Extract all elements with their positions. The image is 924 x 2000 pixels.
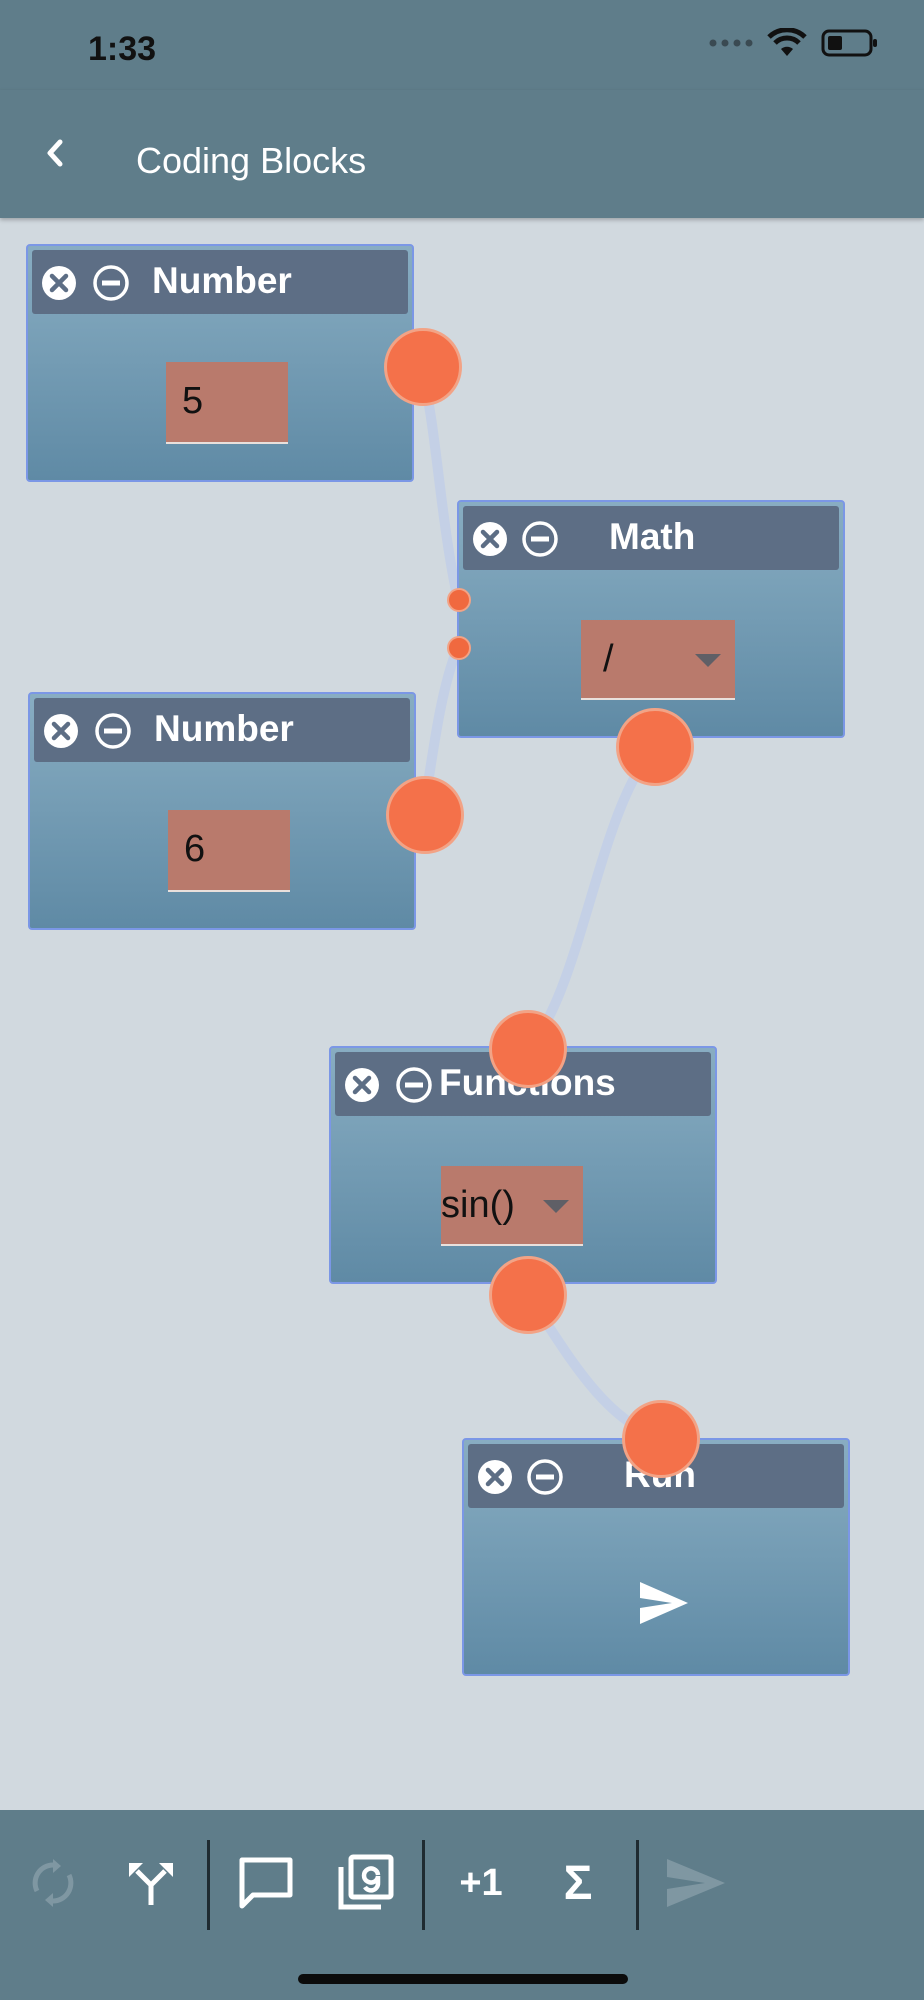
close-circle-icon[interactable]: [40, 264, 78, 302]
math-block-input-port-2[interactable]: [447, 636, 471, 660]
number-block-1-title: Number: [152, 260, 292, 301]
toolbar-divider: [422, 1840, 425, 1930]
sum-label: Σ: [563, 1856, 593, 1910]
toolbar-divider: [636, 1840, 639, 1930]
math-block[interactable]: Math /: [457, 500, 845, 738]
minus-circle-icon[interactable]: [521, 520, 559, 558]
close-circle-icon[interactable]: [471, 520, 509, 558]
run-block-input-port[interactable]: [622, 1400, 700, 1478]
functions-block-input-port[interactable]: [489, 1010, 567, 1088]
math-block-input-port-1[interactable]: [447, 588, 471, 612]
number-block-2-output-port[interactable]: [386, 776, 464, 854]
close-circle-icon[interactable]: [476, 1458, 514, 1496]
block-canvas[interactable]: Number 5 Math / Number 6 Functions: [0, 218, 924, 1810]
number-block-1-header[interactable]: Number: [32, 250, 408, 314]
status-bar: 1:33: [0, 0, 924, 90]
number-block-1-output-port[interactable]: [384, 328, 462, 406]
send-button[interactable]: [661, 1848, 731, 1918]
filter-9-button[interactable]: [330, 1848, 400, 1918]
send-icon: [667, 1859, 725, 1907]
minus-circle-icon[interactable]: [94, 712, 132, 750]
number-block-1[interactable]: Number 5: [26, 244, 414, 482]
toolbar-divider: [207, 1840, 210, 1930]
battery-icon: [821, 29, 877, 57]
math-block-header[interactable]: Math: [463, 506, 839, 570]
number-block-2-header[interactable]: Number: [34, 698, 410, 762]
page-title: Coding Blocks: [136, 140, 367, 181]
signal-icon: [709, 39, 753, 47]
minus-circle-icon[interactable]: [395, 1066, 433, 1104]
math-operator-value: /: [603, 638, 614, 680]
send-icon[interactable]: [638, 1580, 690, 1626]
number-block-2-input[interactable]: 6: [168, 810, 290, 892]
math-block-output-port[interactable]: [616, 708, 694, 786]
number-block-1-input[interactable]: 5: [166, 362, 288, 444]
increment-label: +1: [459, 1861, 503, 1904]
filter-9-icon: [338, 1854, 394, 1910]
refresh-icon: [32, 1859, 74, 1907]
close-circle-icon[interactable]: [42, 712, 80, 750]
status-icons: [709, 28, 879, 58]
function-select[interactable]: sin(): [441, 1166, 583, 1246]
home-indicator: [298, 1974, 628, 1984]
increment-button[interactable]: +1: [446, 1848, 516, 1918]
minus-circle-icon[interactable]: [92, 264, 130, 302]
status-time: 1:33: [88, 30, 157, 68]
close-circle-icon[interactable]: [343, 1066, 381, 1104]
math-block-title: Math: [609, 516, 696, 557]
function-select-value: sin(): [441, 1184, 515, 1226]
functions-block-output-port[interactable]: [489, 1256, 567, 1334]
branch-icon: [129, 1863, 173, 1905]
comment-button[interactable]: [231, 1848, 301, 1918]
math-operator-select[interactable]: /: [581, 620, 735, 700]
bottom-toolbar: +1 Σ: [0, 1810, 924, 2000]
app-bar: Coding Blocks: [0, 90, 924, 218]
branch-button[interactable]: [116, 1848, 186, 1918]
wifi-icon: [767, 28, 807, 56]
chevron-down-icon: [695, 654, 721, 667]
refresh-button[interactable]: [18, 1848, 88, 1918]
minus-circle-icon[interactable]: [526, 1458, 564, 1496]
number-block-2[interactable]: Number 6: [28, 692, 416, 930]
number-block-2-title: Number: [154, 708, 294, 749]
comment-icon: [239, 1857, 293, 1909]
chevron-left-icon[interactable]: [38, 130, 74, 176]
sum-button[interactable]: Σ: [543, 1848, 613, 1918]
chevron-down-icon: [543, 1200, 569, 1213]
